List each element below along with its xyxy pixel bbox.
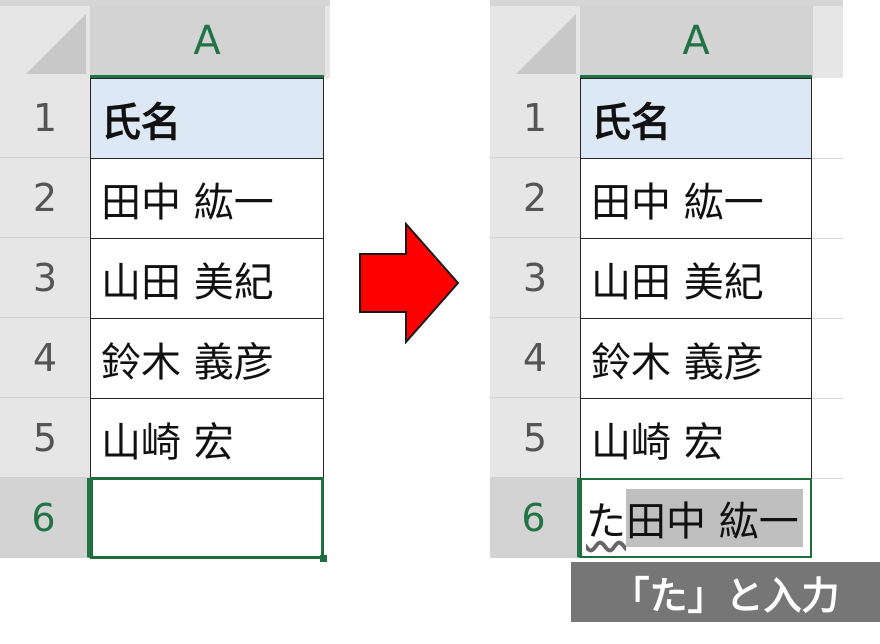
row-header-3[interactable]: 3 xyxy=(490,238,580,318)
column-header-a[interactable]: A xyxy=(90,6,324,78)
autocomplete-suggestion[interactable]: 田中 紘一 xyxy=(626,489,803,547)
column-header-b[interactable] xyxy=(324,6,330,78)
cell-a2[interactable]: 田中 紘一 xyxy=(90,158,324,239)
row-header-1[interactable]: 1 xyxy=(0,78,90,158)
spreadsheet-after: A 1 2 3 4 5 6 氏名 田中 紘一 山田 美紀 鈴木 義彦 山崎 宏 … xyxy=(490,0,843,560)
row-header-4[interactable]: 4 xyxy=(490,318,580,398)
gridline xyxy=(812,318,843,319)
cell-a3[interactable]: 山田 美紀 xyxy=(90,238,324,319)
column-header-b[interactable] xyxy=(812,6,843,78)
cell-a3[interactable]: 山田 美紀 xyxy=(580,238,812,319)
cell-a2[interactable]: 田中 紘一 xyxy=(580,158,812,239)
row-header-3[interactable]: 3 xyxy=(0,238,90,318)
fill-handle[interactable] xyxy=(320,555,327,562)
gridline xyxy=(812,478,843,479)
select-all-corner[interactable] xyxy=(0,6,91,79)
select-all-triangle xyxy=(516,14,576,74)
cell-a4[interactable]: 鈴木 義彦 xyxy=(90,318,324,399)
row-header-5[interactable]: 5 xyxy=(0,398,90,478)
cell-a6-editing[interactable]: た田中 紘一 xyxy=(580,478,812,558)
spreadsheet-before: A 1 2 3 4 5 6 氏名 田中 紘一 山田 美紀 鈴木 義彦 山崎 宏 xyxy=(0,0,330,562)
right-arrow-icon xyxy=(359,222,460,344)
row-header-2[interactable]: 2 xyxy=(0,158,90,238)
select-all-corner[interactable] xyxy=(490,6,581,79)
gridline xyxy=(812,238,843,239)
select-all-triangle xyxy=(26,14,86,74)
gridline xyxy=(812,158,843,159)
row-header-6[interactable]: 6 xyxy=(0,478,90,558)
cell-a5[interactable]: 山崎 宏 xyxy=(580,398,812,479)
gridline xyxy=(812,398,843,399)
top-strip xyxy=(490,0,843,6)
row-header-5[interactable]: 5 xyxy=(490,398,580,478)
cell-a1[interactable]: 氏名 xyxy=(90,78,324,159)
typed-text: た xyxy=(586,499,626,545)
cell-a6-selected[interactable] xyxy=(90,477,324,559)
column-header-a[interactable]: A xyxy=(580,6,812,78)
cell-a5[interactable]: 山崎 宏 xyxy=(90,398,324,479)
cell-a4[interactable]: 鈴木 義彦 xyxy=(580,318,812,399)
row-header-4[interactable]: 4 xyxy=(0,318,90,398)
top-strip xyxy=(0,0,330,6)
row-header-6[interactable]: 6 xyxy=(490,478,580,558)
cell-a1[interactable]: 氏名 xyxy=(580,78,812,159)
row-header-1[interactable]: 1 xyxy=(490,78,580,158)
caption-label: 「た」と入力 xyxy=(571,562,880,622)
row-header-2[interactable]: 2 xyxy=(490,158,580,238)
